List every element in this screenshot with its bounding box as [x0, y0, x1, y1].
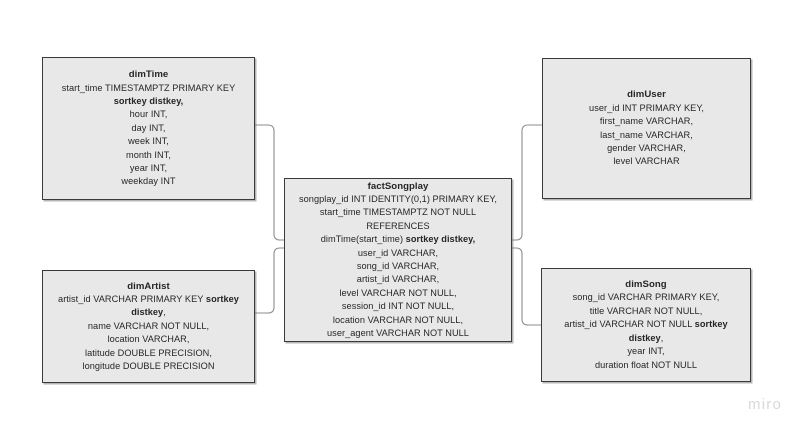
entity-dimtime-field-5: year INT,: [129, 163, 168, 174]
entity-dimuser-field-3: gender VARCHAR,: [607, 142, 686, 153]
entity-dimtime-field-1: hour INT,: [129, 109, 168, 120]
entity-dimartist-field-3: latitude DOUBLE PRECISION,: [85, 347, 212, 358]
entity-dimsong-field-4: duration float NOT NULL: [594, 359, 698, 370]
entity-factsongplay-field-8: location VARCHAR NOT NULL,: [332, 314, 464, 325]
entity-dimtime-field-4: month INT,: [126, 149, 171, 160]
keyword-sortkey-distkey: sortkey distkey,: [113, 95, 184, 106]
connector-dimtime-to-factsongplay: [255, 124, 284, 241]
entity-dimsong-body: dimSong song_id VARCHAR PRIMARY KEY, tit…: [542, 278, 750, 372]
entity-dimtime-title: dimTime: [128, 69, 169, 81]
miro-watermark: miro: [748, 396, 782, 413]
entity-dimtime[interactable]: dimTime start_time TIMESTAMPTZ PRIMARY K…: [42, 57, 255, 200]
entity-dimuser-body: dimUser user_id INT PRIMARY KEY, first_n…: [543, 88, 750, 168]
entity-dimuser[interactable]: dimUser user_id INT PRIMARY KEY, first_n…: [542, 58, 751, 199]
entity-dimsong-title: dimSong: [625, 279, 667, 291]
entity-factsongplay-body: factSongplay songplay_id INT IDENTITY(0,…: [285, 180, 511, 341]
entity-factsongplay[interactable]: factSongplay songplay_id INT IDENTITY(0,…: [284, 178, 512, 342]
entity-factsongplay-field-2: dimTime(start_time) sortkey distkey,: [320, 234, 476, 245]
entity-dimartist-field-0: artist_id VARCHAR PRIMARY KEY sortkey di…: [58, 293, 239, 318]
entity-factsongplay-field-1: start_time TIMESTAMPTZ NOT NULL REFERENC…: [319, 207, 477, 231]
entity-dimartist-field-2: location VARCHAR,: [107, 334, 190, 345]
entity-dimartist-body: dimArtist artist_id VARCHAR PRIMARY KEY …: [43, 280, 254, 374]
entity-factsongplay-field-5: artist_id VARCHAR,: [356, 274, 440, 285]
entity-dimtime-field-3: week INT,: [128, 136, 169, 147]
connector-factsongplay-to-dimuser: [512, 124, 542, 241]
keyword-sortkey-distkey: sortkey distkey,: [405, 234, 476, 245]
entity-dimsong-field-0: song_id VARCHAR PRIMARY KEY,: [572, 292, 720, 303]
entity-dimsong-field-3: year INT,: [627, 346, 665, 357]
keyword-sortkey-distkey: sortkey distkey: [131, 293, 239, 318]
entity-dimartist[interactable]: dimArtist artist_id VARCHAR PRIMARY KEY …: [42, 270, 255, 383]
entity-dimsong[interactable]: dimSong song_id VARCHAR PRIMARY KEY, tit…: [541, 268, 751, 382]
entity-dimuser-field-2: last_name VARCHAR,: [600, 129, 693, 140]
entity-dimartist-field-1: name VARCHAR NOT NULL,: [87, 320, 210, 331]
entity-dimuser-field-4: level VARCHAR: [613, 156, 680, 167]
entity-dimartist-field-4: longitude DOUBLE PRECISION: [82, 361, 215, 372]
entity-factsongplay-title: factSongplay: [367, 180, 429, 192]
entity-dimtime-body: dimTime start_time TIMESTAMPTZ PRIMARY K…: [43, 68, 254, 189]
entity-dimuser-field-0: user_id INT PRIMARY KEY,: [589, 102, 704, 113]
entity-factsongplay-field-4: song_id VARCHAR,: [356, 261, 440, 271]
entity-dimtime-field-2: day INT,: [131, 122, 166, 133]
connector-dimartist-to-factsongplay: [255, 247, 284, 314]
entity-factsongplay-field-0: songplay_id INT IDENTITY(0,1) PRIMARY KE…: [298, 193, 497, 204]
entity-dimtime-field-6: weekday INT: [121, 176, 176, 187]
entity-dimuser-field-1: first_name VARCHAR,: [599, 116, 694, 127]
entity-factsongplay-field-3: user_id VARCHAR,: [357, 247, 439, 258]
entity-dimuser-title: dimUser: [627, 89, 666, 101]
entity-dimsong-field-1: title VARCHAR NOT NULL,: [589, 305, 703, 316]
entity-factsongplay-field-6: level VARCHAR NOT NULL,: [339, 287, 457, 298]
entity-dimtime-field-0: start_time TIMESTAMPTZ PRIMARY KEY sortk…: [61, 82, 236, 106]
entity-dimsong-field-2: artist_id VARCHAR NOT NULL sortkey distk…: [564, 319, 728, 343]
entity-factsongplay-field-7: session_id INT NOT NULL,: [341, 301, 455, 312]
entity-factsongplay-field-9: user_agent VARCHAR NOT NULL: [327, 328, 469, 339]
keyword-sortkey-distkey: sortkey distkey: [628, 319, 728, 343]
entity-dimartist-title: dimArtist: [127, 280, 170, 292]
connector-factsongplay-to-dimsong: [512, 247, 541, 326]
